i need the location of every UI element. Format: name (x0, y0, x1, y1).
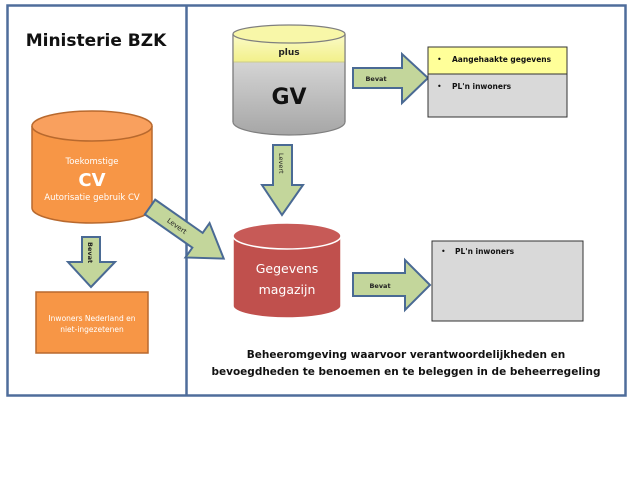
gv-bevat-label: Bevat (365, 75, 386, 83)
outer-frame (6, 4, 627, 397)
gv-top-label: plus (278, 48, 299, 58)
magazijn-bevat-arrow: Bevat (352, 257, 432, 313)
magazijn-bevat-label: Bevat (369, 282, 390, 290)
gv-list-bullet-2: • (437, 82, 442, 91)
inwoners-line1: Inwoners Nederland en (48, 314, 135, 323)
magazijn-line1: Gegevens (256, 261, 319, 276)
caption-line1: Beheeromgeving waarvoor verantwoordelijk… (247, 349, 565, 361)
gv-bevat-arrow: Bevat (352, 51, 430, 106)
gv-cylinder[interactable]: plus GV (232, 24, 346, 136)
gv-list-box[interactable]: • Aangehaakte gegevens • PL'n inwoners (427, 46, 568, 118)
magazijn-list-bullet-1: • (441, 247, 446, 256)
cv-line3: Autorisatie gebruik CV (44, 193, 140, 203)
cv-cylinder[interactable]: Toekomstige CV Autorisatie gebruik CV (31, 110, 153, 224)
cv-bevat-arrow: Bevat (65, 236, 118, 289)
magazijn-list-item-1: PL'n inwoners (455, 247, 515, 256)
levert-vertical-arrow: Levert (260, 144, 305, 217)
levert-vertical-label: Levert (277, 153, 285, 174)
gv-list-item-2: PL'n inwoners (452, 82, 512, 91)
gv-main-label: GV (271, 85, 306, 110)
cv-bevat-label: Bevat (86, 242, 94, 263)
gv-list-bullet-1: • (437, 55, 442, 64)
levert-diagonal-arrow: Levert (143, 198, 226, 260)
magazijn-line2: magazijn (259, 282, 316, 297)
caption-line2: bevoegdheden te benoemen en te beleggen … (211, 366, 600, 378)
ministry-title: Ministerie BZK (26, 31, 167, 51)
inwoners-line2: niet-ingezetenen (60, 325, 124, 334)
magazijn-list-box[interactable]: • PL'n inwoners (431, 240, 584, 322)
magazijn-cylinder[interactable]: Gegevens magazijn (232, 222, 342, 319)
cv-line2: CV (78, 170, 105, 191)
gv-list-item-1: Aangehaakte gegevens (452, 55, 552, 64)
cv-line1: Toekomstige (64, 157, 118, 167)
inwoners-box[interactable]: Inwoners Nederland en niet-ingezetenen (35, 291, 149, 354)
